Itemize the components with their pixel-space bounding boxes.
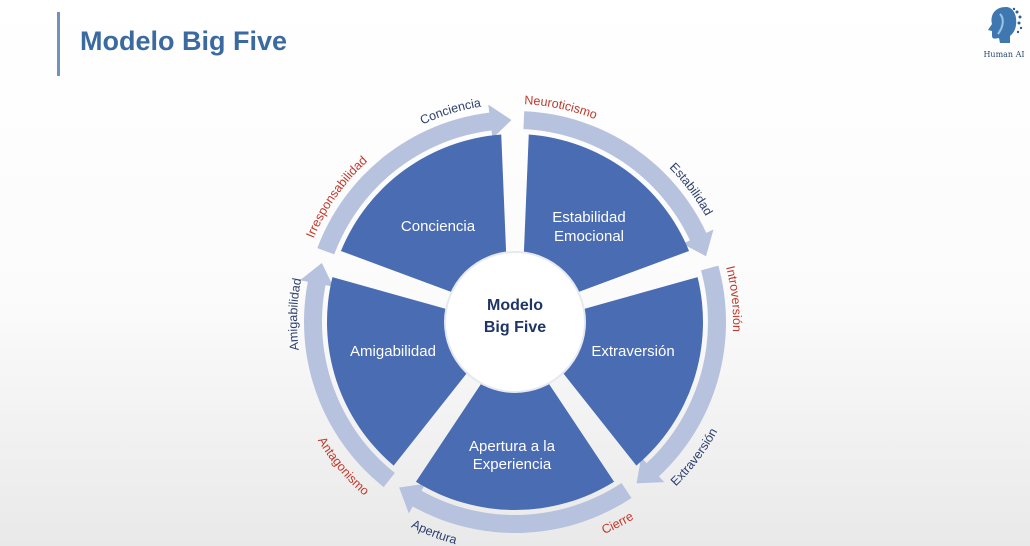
title-accent-bar [57,12,60,76]
sector-label-emocional: Emocional [554,228,624,245]
sector-label-experiencia: Experiencia [473,456,552,473]
center-label-line1: Modelo [487,297,543,314]
label-introversion: Introversión [723,264,744,332]
sector-label-amigabilidad: Amigabilidad [350,343,436,360]
sector-label-conciencia: Conciencia [401,218,476,235]
human-ai-logo: Human AI [978,4,1030,66]
sector-label-apertura: Apertura a la [469,438,556,455]
sector-extraversion [415,325,615,510]
label-cierre: Cierre [600,509,636,537]
arrow-extraversion [636,265,727,484]
head-icon [988,7,1023,43]
center-label-line2: Big Five [484,319,546,336]
arrow-conciencia [317,104,512,255]
slide-title: Modelo Big Five [80,26,288,56]
sector-label-extraversion: Extraversión [591,343,674,360]
arrow-apertura [399,482,632,533]
label-amigabilidad: Amigabilidad [286,277,304,352]
logo-text: Human AI [983,50,1025,59]
center-circle [444,251,586,393]
arrow-amigabilidad [300,262,395,488]
sector-label-estabilidad: Estabilidad [552,209,625,226]
arrow-estabilidad [523,111,714,257]
